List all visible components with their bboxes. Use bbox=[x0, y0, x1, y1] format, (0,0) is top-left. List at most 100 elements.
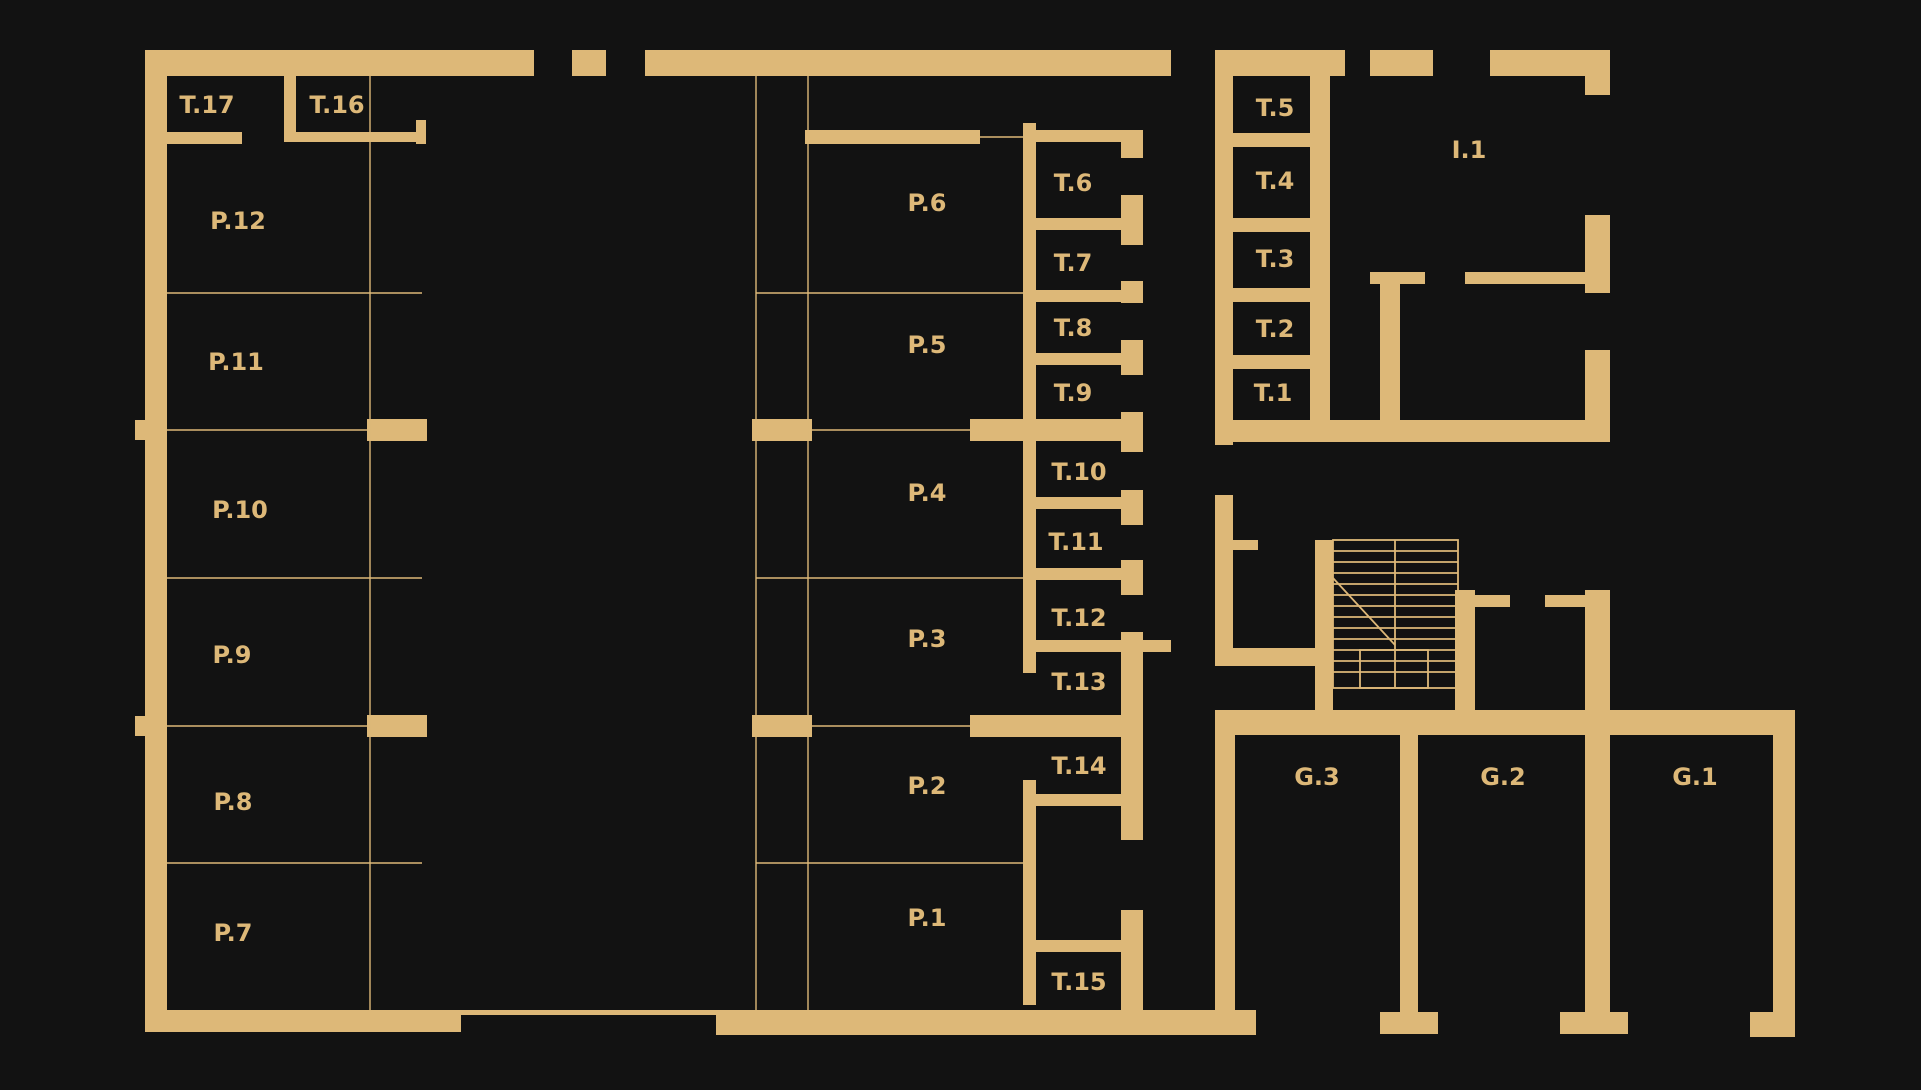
room-label-G.1[interactable]: G.1 bbox=[1672, 763, 1718, 791]
wall-t3-bottom bbox=[1215, 288, 1315, 302]
room-label-P.3[interactable]: P.3 bbox=[908, 625, 947, 653]
wall-t16-end bbox=[416, 120, 426, 144]
room-label-P.1[interactable]: P.1 bbox=[908, 904, 947, 932]
room-label-T.17[interactable]: T.17 bbox=[179, 91, 234, 119]
wall-t7-stub bbox=[1121, 281, 1143, 303]
wall-t7-bottom bbox=[1023, 290, 1143, 302]
room-label-T.4[interactable]: T.4 bbox=[1256, 167, 1295, 195]
room-label-T.16[interactable]: T.16 bbox=[309, 91, 364, 119]
room-label-T.10[interactable]: T.10 bbox=[1051, 458, 1106, 486]
left-wall-nub-1 bbox=[135, 420, 149, 440]
wall-t17-bottom bbox=[167, 132, 242, 144]
wall-t12-bottom bbox=[1023, 640, 1171, 652]
outer-wall-left bbox=[145, 50, 167, 1032]
pillar-mid-2 bbox=[752, 715, 812, 737]
garage-wall-g2g1 bbox=[1585, 710, 1610, 1030]
room-label-P.9[interactable]: P.9 bbox=[213, 641, 252, 669]
bottom-wall-2 bbox=[716, 1010, 1256, 1035]
garage-bottom-2 bbox=[1380, 1012, 1438, 1034]
wall-t9-stub bbox=[1121, 412, 1143, 452]
room-label-T.9[interactable]: T.9 bbox=[1054, 379, 1093, 407]
wall-t4-bottom bbox=[1215, 218, 1315, 232]
wall-t11-stub bbox=[1121, 560, 1143, 595]
room-labels: T.17 T.16 P.12 P.11 P.10 P.9 P.8 P.7 P.6… bbox=[179, 91, 1717, 996]
wall-t6-stub bbox=[1121, 130, 1143, 158]
garage-bottom-3 bbox=[1560, 1012, 1628, 1034]
thin-lines bbox=[167, 76, 1023, 1010]
pillar-mid-1 bbox=[752, 419, 812, 441]
stair-landing bbox=[1359, 649, 1429, 689]
wall-t6-stub2 bbox=[1121, 195, 1143, 245]
t-column-wall-left bbox=[1023, 123, 1036, 673]
room-label-G.3[interactable]: G.3 bbox=[1294, 763, 1340, 791]
outer-wall-top-5 bbox=[1370, 50, 1433, 76]
wall-t13-bottom bbox=[970, 715, 1143, 737]
room-label-P.10[interactable]: P.10 bbox=[212, 496, 268, 524]
outer-wall-top-1 bbox=[145, 50, 534, 76]
t14-wall-left bbox=[1023, 780, 1036, 1005]
garage-bottom-1 bbox=[1215, 1012, 1255, 1034]
room-label-P.6[interactable]: P.6 bbox=[908, 189, 947, 217]
bottom-wall-thin bbox=[461, 1010, 716, 1015]
room-label-P.5[interactable]: P.5 bbox=[908, 331, 947, 359]
garage-wall-g3g2 bbox=[1400, 710, 1418, 1030]
wall-t5-bottom bbox=[1215, 133, 1315, 147]
outer-wall-top-2 bbox=[572, 50, 606, 76]
t-block-wall-right bbox=[1310, 50, 1330, 440]
room-label-I.1[interactable]: I.1 bbox=[1452, 136, 1487, 164]
room-label-P.11[interactable]: P.11 bbox=[208, 348, 264, 376]
room-label-P.4[interactable]: P.4 bbox=[908, 479, 947, 507]
room-label-T.11[interactable]: T.11 bbox=[1048, 528, 1103, 556]
i1-wall-right-bottom bbox=[1585, 350, 1610, 442]
room-label-P.7[interactable]: P.7 bbox=[214, 919, 253, 947]
stair-wall-stub bbox=[1233, 540, 1258, 550]
room-label-T.12[interactable]: T.12 bbox=[1051, 604, 1106, 632]
room-label-T.6[interactable]: T.6 bbox=[1054, 169, 1093, 197]
staircase bbox=[1332, 539, 1459, 689]
stair-wall-bottom bbox=[1215, 648, 1325, 666]
room-label-T.1[interactable]: T.1 bbox=[1254, 379, 1293, 407]
walls bbox=[135, 50, 1795, 1037]
i1-inner-wall-2 bbox=[1370, 272, 1425, 284]
room-label-T.8[interactable]: T.8 bbox=[1054, 314, 1093, 342]
room-label-T.14[interactable]: T.14 bbox=[1051, 752, 1106, 780]
garage-top-wall bbox=[1215, 710, 1795, 735]
room-label-T.7[interactable]: T.7 bbox=[1054, 249, 1093, 277]
bottom-wall-1 bbox=[145, 1010, 461, 1032]
room-label-T.2[interactable]: T.2 bbox=[1256, 315, 1295, 343]
stair-arrow-line bbox=[1332, 577, 1396, 646]
wall-t6-top bbox=[1023, 130, 1143, 142]
room-label-T.3[interactable]: T.3 bbox=[1256, 245, 1295, 273]
wall-t16-left bbox=[284, 76, 296, 138]
outer-wall-right-top bbox=[1585, 50, 1610, 95]
room-label-P.12[interactable]: P.12 bbox=[210, 207, 266, 235]
stair-wall-top-right-1 bbox=[1455, 595, 1510, 607]
garage-bottom-4 bbox=[1750, 1012, 1795, 1037]
room-label-T.13[interactable]: T.13 bbox=[1051, 668, 1106, 696]
stair-wall-left-1 bbox=[1215, 495, 1233, 665]
wall-t13-right bbox=[1121, 640, 1143, 840]
stair-wall-left-2 bbox=[1315, 540, 1333, 720]
room-label-T.5[interactable]: T.5 bbox=[1256, 94, 1295, 122]
wall-t15-top bbox=[1023, 940, 1143, 952]
t-block-bottom-wall bbox=[1215, 420, 1595, 442]
wall-t6-bottom bbox=[1023, 218, 1143, 230]
wall-t11-bottom bbox=[1023, 568, 1143, 580]
wall-t8-stub bbox=[1121, 340, 1143, 375]
room-label-T.15[interactable]: T.15 bbox=[1051, 968, 1106, 996]
outer-wall-top-3 bbox=[645, 50, 1171, 76]
left-wall-nub-2 bbox=[135, 716, 149, 736]
stair-wall-right bbox=[1455, 590, 1475, 720]
wall-t2-bottom bbox=[1215, 355, 1315, 369]
mid-top-wall bbox=[805, 130, 980, 144]
garage-wall-left bbox=[1215, 710, 1235, 1030]
stair-wall-far-right bbox=[1585, 590, 1610, 720]
wall-t10-stub bbox=[1121, 490, 1143, 525]
stair-steps bbox=[1333, 550, 1458, 673]
room-label-P.2[interactable]: P.2 bbox=[908, 772, 947, 800]
i1-inner-wall-3 bbox=[1465, 272, 1595, 284]
room-label-P.8[interactable]: P.8 bbox=[214, 788, 253, 816]
room-label-G.2[interactable]: G.2 bbox=[1480, 763, 1526, 791]
stair-wall-top-right-2 bbox=[1545, 595, 1585, 607]
